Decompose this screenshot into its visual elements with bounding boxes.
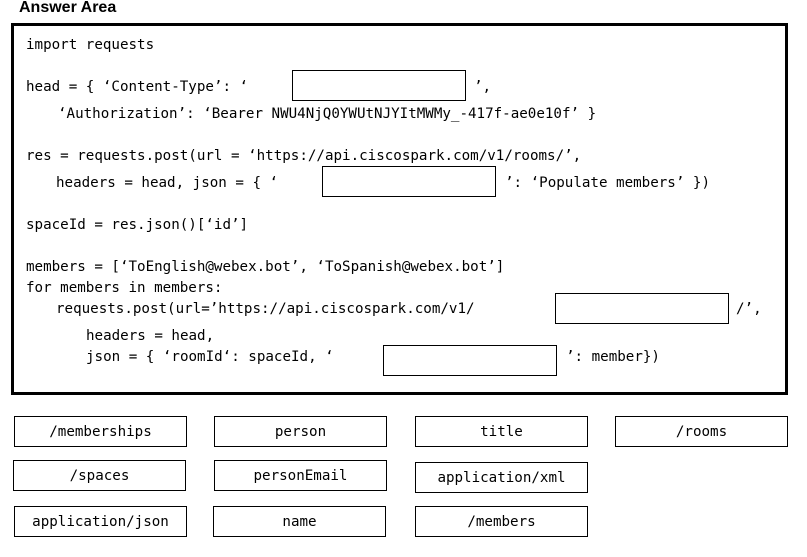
code-line-populate: ’: ‘Populate members’ }) — [505, 175, 710, 191]
option-members[interactable]: /members — [415, 506, 588, 537]
code-line-import: import requests — [26, 37, 155, 53]
option-title[interactable]: title — [415, 416, 588, 447]
code-line-post-members: requests.post(url=’https://api.ciscospar… — [56, 301, 475, 317]
option-rooms[interactable]: /rooms — [615, 416, 788, 447]
code-line-headers: headers = head, — [86, 328, 215, 344]
answer-area-title: Answer Area — [19, 0, 117, 16]
option-memberships[interactable]: /memberships — [14, 416, 187, 447]
code-line-members: members = [‘ToEnglish@webex.bot’, ‘ToSpa… — [26, 259, 505, 275]
option-application-xml[interactable]: application/xml — [415, 462, 588, 493]
option-application-json[interactable]: application/json — [14, 506, 187, 537]
code-line-res: res = requests.post(url = ‘https://api.c… — [26, 148, 582, 164]
code-line-authorization: ‘Authorization’: ‘Bearer NWU4NjQ0YWUtNJY… — [58, 106, 597, 122]
code-line-json-room: json = { ‘roomId‘: spaceId, ‘ — [86, 349, 334, 365]
drop-target-room-field[interactable] — [322, 166, 496, 197]
code-line-json-end: ’: member}) — [566, 349, 660, 365]
drop-target-endpoint[interactable] — [555, 293, 729, 324]
option-spaces[interactable]: /spaces — [13, 460, 186, 491]
drop-target-member-field[interactable] — [383, 345, 557, 376]
code-line-head: head = { ‘Content-Type’: ‘ — [26, 79, 249, 95]
option-person-email[interactable]: personEmail — [214, 460, 387, 491]
option-name[interactable]: name — [213, 506, 386, 537]
code-line-spaceid: spaceId = res.json()[‘id’] — [26, 217, 249, 233]
code-line-for: for members in members: — [26, 280, 223, 296]
code-line-headers-json: headers = head, json = { ‘ — [56, 175, 279, 191]
drop-target-content-type[interactable] — [292, 70, 466, 101]
code-box — [11, 23, 788, 395]
code-line-head-end: ’, — [474, 79, 492, 95]
option-person[interactable]: person — [214, 416, 387, 447]
code-line-post-end: /’, — [736, 301, 762, 317]
